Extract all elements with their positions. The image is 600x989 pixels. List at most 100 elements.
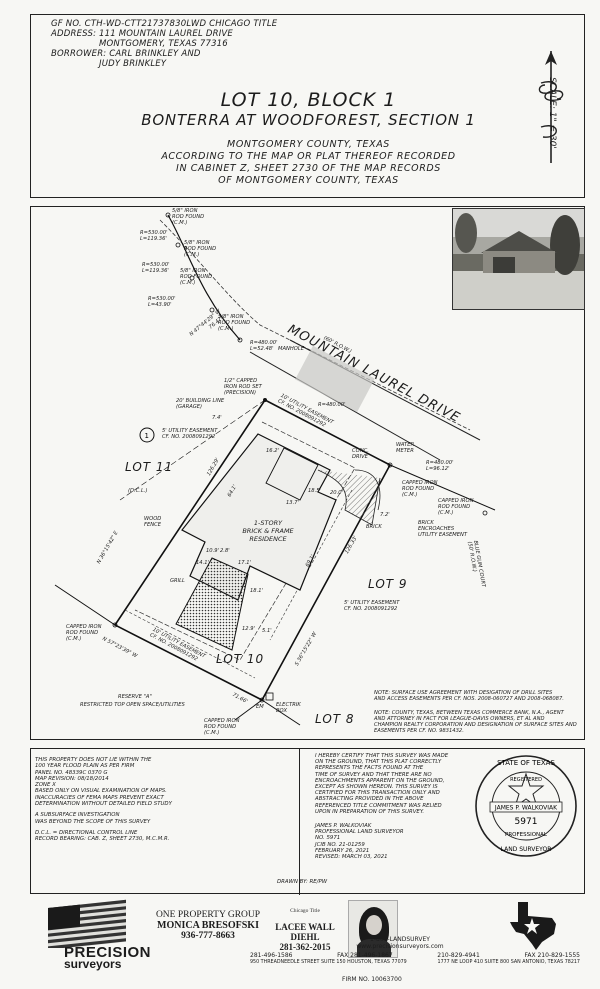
dim-f: 7.2' bbox=[380, 512, 390, 518]
san-antonio-phone: 210-829-4941 bbox=[437, 952, 480, 959]
grill-label: GRILL bbox=[170, 578, 185, 584]
dim-k: 14.1' bbox=[196, 560, 209, 566]
roof-shape bbox=[481, 231, 557, 253]
item-1-number: 1 bbox=[145, 432, 149, 440]
firm-number: FIRM NO. 10063700 bbox=[342, 976, 402, 983]
surveyor-certification: I HEREBY CERTIFY THAT THIS SURVEY WAS MA… bbox=[315, 753, 465, 864]
plat-desc-1: ACCORDING TO THE MAP OR PLAT THEREOF REC… bbox=[161, 151, 456, 162]
tree-shape bbox=[455, 213, 477, 253]
texas-map-icon bbox=[510, 902, 556, 950]
curve-label-2: R=530.00'L=119.36' bbox=[142, 262, 170, 274]
precision-logo: PRECISION surveyors bbox=[64, 944, 151, 971]
agent-portrait bbox=[348, 900, 398, 958]
property-city: MONTGOMERY, TEXAS 77316 bbox=[99, 39, 228, 49]
plat-desc-2: IN CABINET Z, SHEET 2730 OF THE MAP RECO… bbox=[176, 163, 441, 174]
portrait-body bbox=[357, 939, 391, 957]
building-line-label: 20' BUILDING LINE(GARAGE) bbox=[176, 398, 225, 410]
lot-8-label: LOT 8 bbox=[315, 712, 355, 726]
notes-divider bbox=[299, 749, 300, 895]
surface-note-2: NOTE: COUNTY, TEXAS, BETWEEN TEXAS COMME… bbox=[374, 710, 577, 734]
flood-notes: THIS PROPERTY DOES NOT LIE WITHIN THE 10… bbox=[35, 757, 291, 848]
seal-land-surveyor: LAND SURVEYOR bbox=[501, 846, 552, 853]
title-block: LOT 10, BLOCK 1 BONTERRA AT WOODFOREST, … bbox=[31, 89, 586, 187]
seal-registered: REGISTERED bbox=[510, 777, 542, 783]
lot-11-label: LOT 11 bbox=[125, 460, 174, 474]
office-contacts: 281-496-1586 FAX 281-496-1867 210-829-49… bbox=[250, 952, 580, 966]
residence-line-1: 1-STORY bbox=[253, 519, 283, 527]
dim-g: 2.8' bbox=[220, 548, 230, 554]
title-agent-phone: 281-362-2015 bbox=[279, 942, 331, 952]
seal-professional: PROFESSIONAL bbox=[505, 832, 548, 838]
company-contact: 1-800-LANDSURVEY www.precisionsurveyors.… bbox=[330, 936, 470, 950]
logo-word-1: PRECISION bbox=[64, 944, 152, 961]
subdivision-title: BONTERRA AT WOODFOREST, SECTION 1 bbox=[141, 111, 476, 129]
subsurface-note: A SUBSURFACE INVESTIGATION WAS BEYOND TH… bbox=[35, 812, 151, 825]
item-1-marker bbox=[139, 427, 155, 443]
title-agent-name-2: DIEHL bbox=[290, 932, 320, 942]
residence-line-3: RESIDENCE bbox=[249, 535, 287, 543]
dim-i: 5.1' bbox=[262, 628, 272, 634]
flood-note: THIS PROPERTY DOES NOT LIE WITHIN THE 10… bbox=[35, 757, 172, 808]
drawn-by: DRAWN BY: RE/PW bbox=[277, 879, 328, 885]
dim-c: 13.7' bbox=[286, 500, 299, 506]
borrower-names: BORROWER: CARL BRINKLEY AND bbox=[51, 49, 201, 59]
plat-frame bbox=[30, 206, 585, 740]
toll-free: 1-800-LANDSURVEY bbox=[370, 936, 430, 943]
dim-l: 10.9' bbox=[206, 548, 219, 554]
dcl-note: D.C.L. = DIRECTIONAL CONTROL LINE RECORD… bbox=[35, 829, 170, 843]
em-label: EM bbox=[256, 704, 264, 710]
residence-label: 1-STORY BRICK & FRAME RESIDENCE bbox=[228, 519, 308, 543]
street-mountain-laurel bbox=[159, 219, 481, 461]
property-address: ADDRESS: 111 MOUNTAIN LAUREL DRIVE bbox=[51, 29, 233, 39]
title-info: GF NO. CTH-WD-CTT21737830LWD CHICAGO TIT… bbox=[51, 19, 277, 69]
curve-label-5: R=480.00'L=96.12' bbox=[426, 460, 454, 472]
san-antonio-fax: FAX 210-829-1555 bbox=[524, 952, 580, 959]
surveyor-seal: JAMES P. WALKOVIAK 5971 STATE OF TEXAS R… bbox=[475, 755, 577, 857]
curve-label-4: R=480.00'L=52.48' bbox=[250, 340, 278, 352]
residence-footprint bbox=[175, 433, 381, 651]
electric-box-marker bbox=[265, 692, 274, 701]
dim-n: 17.1' bbox=[238, 560, 251, 566]
seal-number: 5971 bbox=[515, 817, 538, 827]
dim-d: 20.0' bbox=[330, 490, 343, 496]
dim-j: 18.1' bbox=[250, 588, 263, 594]
reserve-a-label: RESERVE "A" bbox=[118, 694, 152, 700]
dim-m: 7.4' bbox=[212, 415, 222, 421]
gf-number: GF NO. CTH-WD-CTT21737830LWD CHICAGO TIT… bbox=[51, 19, 278, 29]
garage-shape bbox=[493, 257, 515, 273]
agent-name: MONICA BRESOFSKI bbox=[157, 920, 259, 931]
san-antonio-address: 1777 NE LOOP 410 SUITE 800 SAN ANTONIO, … bbox=[437, 960, 580, 965]
logo-word-2: surveyors bbox=[64, 957, 122, 971]
header-block: GF NO. CTH-WD-CTT21737830LWD CHICAGO TIT… bbox=[30, 14, 585, 198]
curve-label-1: R=530.00'L=119.36' bbox=[140, 230, 168, 242]
seal-name: JAMES P. WALKOVIAK bbox=[494, 805, 558, 812]
manhole-label: MANHOLE bbox=[278, 346, 305, 352]
houston-address: 950 THREADNEEDLE STREET SUITE 150 HOUSTO… bbox=[250, 960, 407, 965]
house-photo bbox=[452, 208, 585, 310]
county-line: MONTGOMERY COUNTY, TEXAS bbox=[227, 139, 390, 150]
houston-fax: FAX 281-496-1867 bbox=[337, 952, 393, 959]
surface-note-1: NOTE: SURFACE USE AGREEMENT WITH DESIGAT… bbox=[374, 690, 564, 702]
residence-line-2: BRICK & FRAME bbox=[242, 527, 294, 535]
reserve-a-desc: RESTRICTED TOP OPEN SPACE/UTILITIES bbox=[80, 702, 185, 708]
title-agent-ad: Chicago Title LACEE WALL DIEHL 281-362-2… bbox=[270, 908, 340, 952]
north-arrow-icon bbox=[538, 51, 564, 163]
curve-traverse bbox=[112, 212, 488, 703]
website-link[interactable]: www.precisionsurveyors.com bbox=[356, 943, 444, 950]
dim-a: 16.2' bbox=[266, 448, 279, 454]
